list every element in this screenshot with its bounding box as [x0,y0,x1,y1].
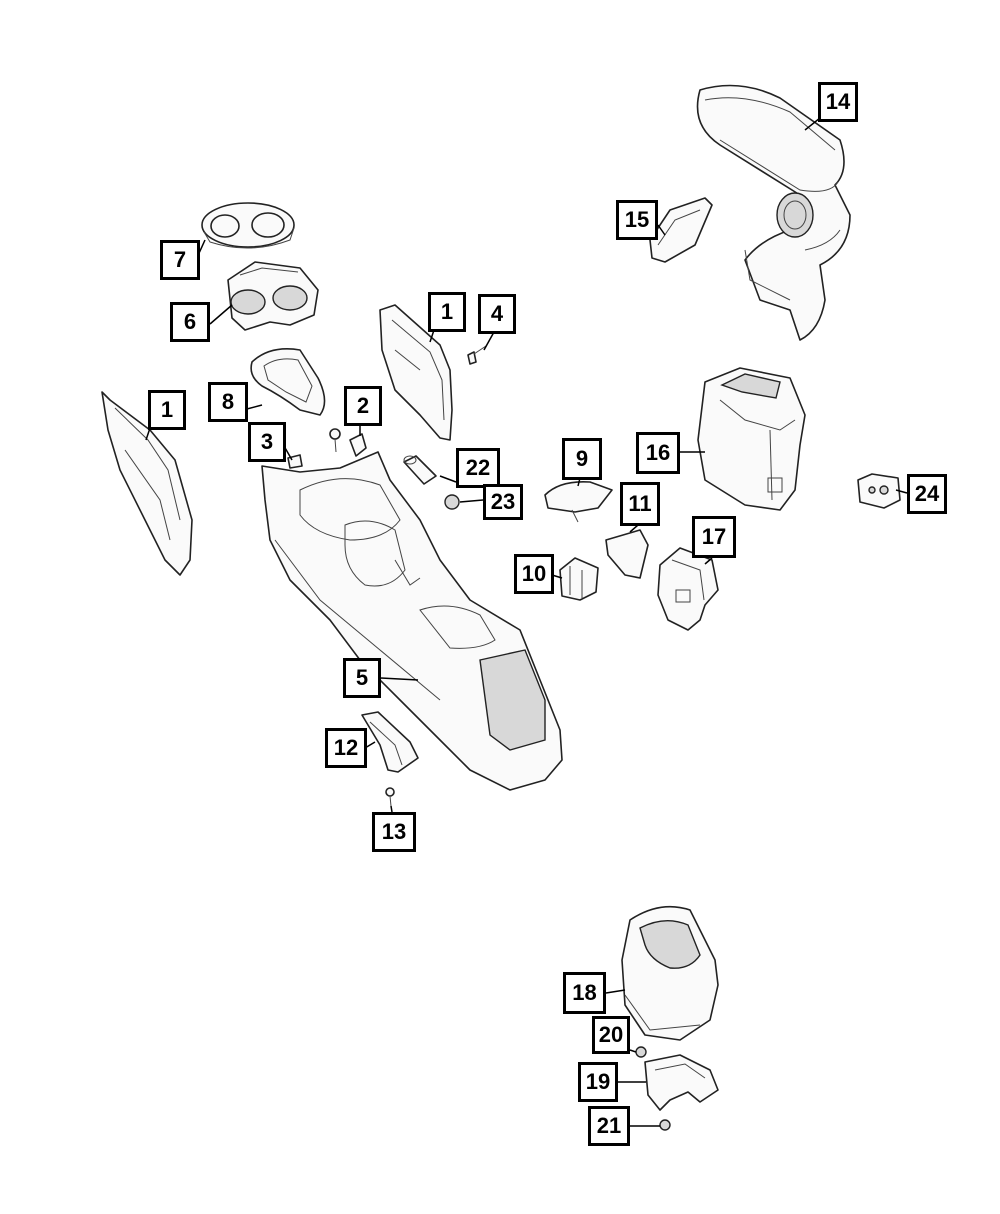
screw-small-part[interactable] [329,428,341,453]
cup-holder-part[interactable] [227,261,319,331]
left-side-panel-part[interactable] [101,391,193,576]
callout-rear-console-alt[interactable]: 18 [563,972,606,1014]
push-pin-part[interactable] [467,345,487,365]
callout-mounting-bracket[interactable]: 19 [578,1062,618,1102]
callout-right-side-panel[interactable]: 1 [428,292,466,332]
rear-console-alt-part[interactable] [621,905,719,1041]
callout-shifter-bezel[interactable]: 8 [208,382,248,422]
nut-upper-part[interactable] [635,1046,647,1058]
trim-panel-part[interactable] [605,529,649,579]
cover-part[interactable] [544,480,613,523]
callout-bracket[interactable]: 2 [344,386,382,426]
console-base-part[interactable] [261,451,563,791]
callout-cup-holder-trim[interactable]: 7 [160,240,200,280]
shifter-bezel-part[interactable] [250,348,326,416]
switch-bank-part[interactable] [559,557,599,601]
callout-nut-lower[interactable]: 21 [588,1106,630,1146]
callout-nut-upper[interactable]: 20 [592,1016,630,1054]
armrest-trim-part[interactable] [649,197,713,263]
callout-armrest-trim[interactable]: 15 [616,200,658,240]
callout-rear-console-bin[interactable]: 16 [636,432,680,474]
callout-bracket-lower[interactable]: 12 [325,728,367,768]
rear-console-bin-part[interactable] [697,367,806,511]
callout-clip[interactable]: 3 [248,422,286,462]
bracket-part[interactable] [349,433,367,457]
outlet-cap-part[interactable] [444,494,460,510]
callout-usb-port[interactable]: 24 [907,474,947,514]
callout-trim-panel[interactable]: 11 [620,482,660,526]
callout-left-side-panel[interactable]: 1 [148,390,186,430]
callout-push-pin[interactable]: 4 [478,294,516,334]
callout-outlet-cap[interactable]: 23 [483,484,523,520]
usb-port-part[interactable] [857,473,901,509]
mounting-bracket-part[interactable] [644,1054,719,1111]
callout-cover[interactable]: 9 [562,438,602,480]
power-outlet-part[interactable] [403,455,437,485]
armrest-part[interactable] [696,84,851,341]
callout-console-base[interactable]: 5 [343,658,381,698]
right-side-panel-part[interactable] [379,304,453,441]
callout-module-bracket[interactable]: 17 [692,516,736,558]
cup-holder-trim-part[interactable] [201,202,295,249]
bracket-lower-part[interactable] [361,711,419,773]
callout-armrest[interactable]: 14 [818,82,858,122]
callout-screw[interactable]: 13 [372,812,416,852]
nut-lower-part[interactable] [659,1119,671,1131]
callout-cup-holder[interactable]: 6 [170,302,210,342]
callout-power-outlet[interactable]: 22 [456,448,500,488]
screw-part[interactable] [385,787,395,807]
callout-switch-bank[interactable]: 10 [514,554,554,594]
